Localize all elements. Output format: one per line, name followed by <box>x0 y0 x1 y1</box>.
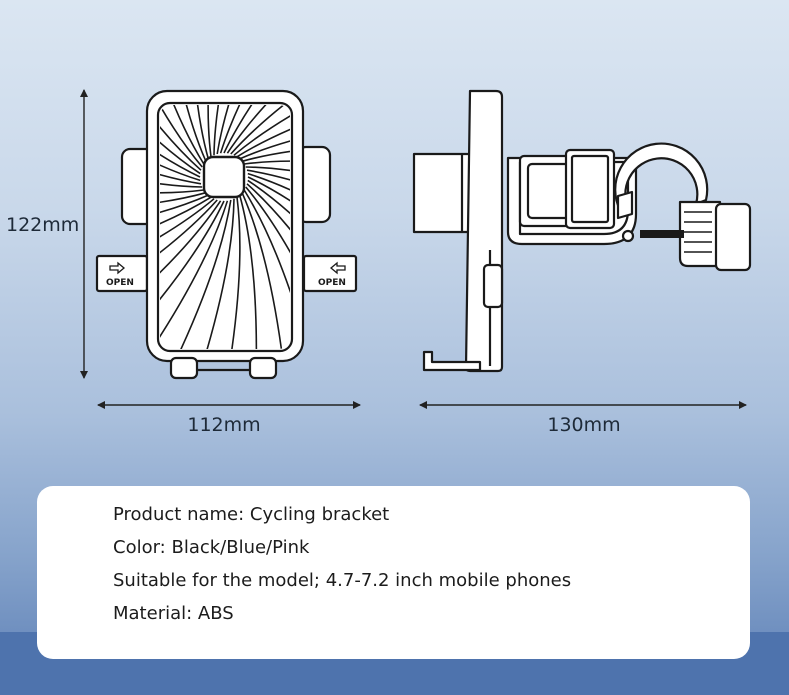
sunburst-ray <box>160 191 207 211</box>
sunburst-ray <box>160 200 222 349</box>
spec-card: Product name: Cycling bracket Color: Bla… <box>37 486 750 659</box>
screw-rod <box>640 230 684 238</box>
clamp-knob <box>678 200 722 268</box>
sunburst-ray <box>247 172 290 293</box>
side-body <box>464 89 504 373</box>
sunburst-ray <box>160 199 218 343</box>
spec-material: Material: ABS <box>113 603 234 624</box>
sunburst-ray <box>160 131 203 188</box>
right-open-label: OPEN <box>318 278 346 288</box>
sunburst-ray <box>160 105 205 165</box>
left-open-label: OPEN <box>106 278 134 288</box>
sunburst-ray <box>160 196 212 279</box>
sunburst-ray <box>245 186 290 349</box>
center-button <box>202 155 246 199</box>
clamp-ring <box>614 142 709 214</box>
right-foot <box>248 356 278 380</box>
sunburst-ray <box>247 176 290 325</box>
spec-product-name: Product name: Cycling bracket <box>113 504 390 525</box>
sunburst-ray <box>160 105 202 171</box>
side-width-label: 130mm <box>547 414 621 436</box>
sunburst-ray <box>246 169 290 259</box>
sunburst-ray <box>160 105 201 178</box>
sunburst-ray <box>219 105 290 154</box>
sunburst-ray <box>190 105 210 160</box>
product-diagram: OPEN OPEN <box>80 89 752 409</box>
sunburst-ray <box>160 105 201 182</box>
sunburst-ray <box>245 166 290 223</box>
sunburst-ray <box>160 198 215 312</box>
sunburst-ray <box>213 105 270 156</box>
sunburst-ray <box>241 143 290 163</box>
sunburst-ray <box>160 200 225 349</box>
sunburst-ray <box>236 105 290 158</box>
sunburst-ray <box>160 105 207 162</box>
sunburst-ray <box>246 183 290 349</box>
sunburst-ray <box>215 197 241 349</box>
front-width-label: 112mm <box>187 414 261 436</box>
sunburst-ray <box>238 194 258 349</box>
sunburst-ray <box>160 105 201 175</box>
sunburst-ray <box>178 198 235 349</box>
sunburst-ray <box>243 189 290 349</box>
sunburst-ray <box>216 105 290 155</box>
height-label: 122mm <box>6 214 80 236</box>
sunburst-ray <box>233 105 290 156</box>
spec-color: Color: Black/Blue/Pink <box>113 537 310 558</box>
sunburst-ray <box>207 105 233 157</box>
sunburst-ray <box>244 160 290 186</box>
sunburst-ray <box>160 168 204 194</box>
left-foot <box>169 356 199 380</box>
sunburst-ray <box>226 105 290 154</box>
sunburst-ray <box>223 105 290 154</box>
sunburst-ray <box>160 194 209 244</box>
arrow-icon <box>109 261 346 275</box>
sunburst-ray <box>160 105 203 168</box>
sunburst-ray <box>239 110 290 160</box>
sunburst-pattern <box>160 105 290 349</box>
tighten-knob <box>714 202 752 272</box>
sunburst-ray <box>160 199 232 349</box>
sunburst-ray <box>230 105 290 155</box>
knob-ribs <box>684 211 712 253</box>
sunburst-ray <box>241 192 290 349</box>
sunburst-ray <box>160 200 229 349</box>
side-view <box>412 89 752 373</box>
spec-suitable-model: Suitable for the model; 4.7-7.2 inch mob… <box>113 570 572 591</box>
sunburst-ray <box>160 105 202 185</box>
sunburst-ray <box>247 179 290 349</box>
